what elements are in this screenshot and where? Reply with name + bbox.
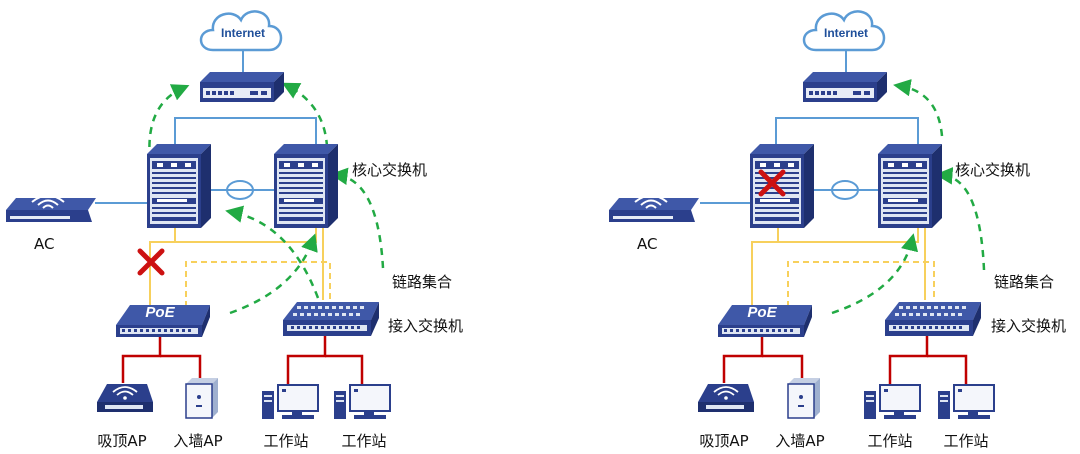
poe-label: PoE xyxy=(145,304,175,321)
ceiling-ap-label: 吸顶AP xyxy=(97,432,146,450)
ceiling-ap-label: 吸顶AP xyxy=(699,432,748,450)
workstation-label: 工作站 xyxy=(943,432,988,450)
wall-ap-label: 入墙AP xyxy=(173,432,222,450)
uplinks-left xyxy=(149,222,324,307)
access-links-right xyxy=(722,330,968,385)
poe-label: PoE xyxy=(747,304,777,321)
ac-controller-icon xyxy=(608,194,700,223)
backup-links-right xyxy=(787,261,935,307)
ceiling-ap-icon xyxy=(96,383,154,413)
ac-label: AC xyxy=(637,235,657,253)
backup-links-left xyxy=(185,261,331,307)
core-switch-icon xyxy=(750,144,814,228)
wall-ap-icon xyxy=(185,377,219,419)
workstation-icon xyxy=(863,384,921,420)
workstation-icon xyxy=(333,384,391,420)
internet-label: Internet xyxy=(221,26,265,40)
core-switch-icon xyxy=(878,144,942,228)
ac-label: AC xyxy=(34,235,54,253)
core-switch-label: 核心交换机 xyxy=(955,161,1030,179)
link-aggregation-label: 链路集合 xyxy=(392,273,452,291)
core-switch-icon xyxy=(147,144,211,228)
ac-controller-icon xyxy=(5,194,97,223)
traffic-paths-right xyxy=(831,79,986,315)
access-switch-icon xyxy=(283,302,379,336)
access-switch-label: 接入交换机 xyxy=(388,317,463,335)
diagram-right: Internet 核心交换机 AC 链路集合 PoE 接入交换机 吸顶AP 入墙… xyxy=(608,10,1066,450)
router-icon xyxy=(803,72,887,102)
access-links-left xyxy=(121,330,364,385)
workstation-label: 工作站 xyxy=(341,432,386,450)
workstation-icon xyxy=(261,384,319,420)
ceiling-ap-icon xyxy=(697,383,755,413)
link-aggregation-ring-left xyxy=(226,180,254,200)
wall-ap-label: 入墙AP xyxy=(775,432,824,450)
core-switch-label: 核心交换机 xyxy=(352,161,427,179)
traffic-paths-left xyxy=(148,82,385,315)
uplinks-right xyxy=(751,222,926,307)
link-aggregation-label: 链路集合 xyxy=(994,273,1054,291)
workstation-label: 工作站 xyxy=(867,432,912,450)
access-switch-label: 接入交换机 xyxy=(991,317,1066,335)
internet-label: Internet xyxy=(824,26,868,40)
access-switch-icon xyxy=(885,302,981,336)
wall-ap-icon xyxy=(787,377,821,419)
core-switch-icon xyxy=(274,144,338,228)
link-aggregation-ring-right xyxy=(831,180,859,200)
router-icon xyxy=(200,72,284,102)
workstation-label: 工作站 xyxy=(263,432,308,450)
diagram-left: Internet 核心交换机 AC 链路集合 PoE 接入交换机 吸顶AP 入墙… xyxy=(5,10,463,450)
workstation-icon xyxy=(937,384,995,420)
